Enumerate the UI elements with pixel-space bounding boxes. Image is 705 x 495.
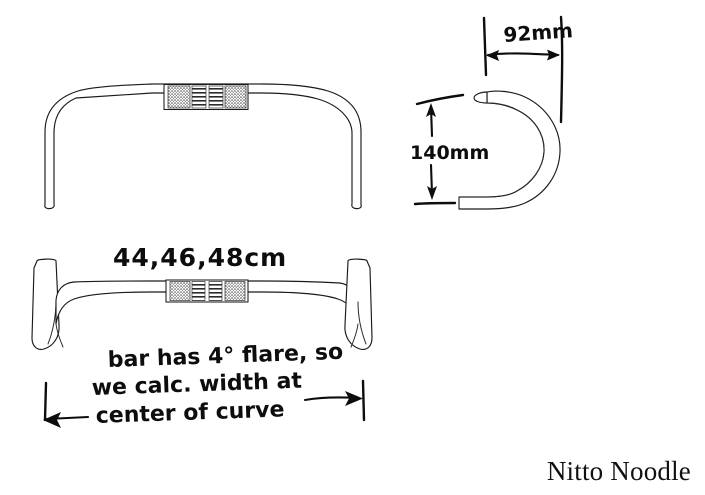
nitto-logo-badge-left — [167, 85, 191, 109]
plan-left-drop-end — [31, 258, 60, 351]
plan-right-flare-inner — [350, 323, 359, 348]
reach-dimension-label: 92mm — [503, 18, 574, 47]
drop-extension-line-top — [415, 93, 465, 106]
handlebar-plan-view — [31, 258, 373, 351]
flare-note-line-2: we calc. width at — [91, 369, 302, 401]
width-dimension-center-of-curve — [43, 379, 366, 428]
brand-caption: Nitto Noodle — [546, 456, 691, 486]
plan-knurl-band-left — [191, 281, 206, 301]
reach-dimension-92mm: 92mm — [482, 15, 574, 124]
plan-right-flare-outer — [357, 301, 367, 345]
drop-bend-side-profile — [458, 90, 561, 210]
drop-arrowhead-down — [427, 186, 437, 200]
drop-extension-line-bottom — [413, 201, 457, 206]
knurl-band-right — [208, 85, 224, 109]
handlebar-front-elevation — [44, 83, 362, 210]
reach-arrowhead-right — [547, 49, 560, 61]
flare-note-line-3: center of curve — [95, 397, 284, 429]
plan-left-flare-inner — [55, 323, 64, 348]
flare-note-annotation: bar has 4° flare, so we calc. width at c… — [91, 340, 343, 429]
handlebar-center-section — [163, 83, 249, 111]
drop-arrowhead-up — [426, 103, 436, 117]
drop-dimension-label: 140mm — [410, 142, 489, 164]
plan-nitto-logo-badge-left — [169, 281, 191, 301]
width-extension-line-left — [43, 381, 48, 422]
reach-extension-line-left — [482, 16, 488, 77]
reach-dimension-arrow-line — [486, 52, 560, 57]
width-arrowhead-left — [43, 412, 61, 428]
drop-profile-inner-contour — [458, 102, 545, 198]
nitto-logo-badge-right — [224, 85, 247, 109]
width-extension-line-right — [361, 379, 366, 422]
handlebar-tube-outline — [44, 83, 362, 210]
flare-note-line-1: bar has 4° flare, so — [107, 340, 343, 373]
plan-center-section — [165, 279, 249, 303]
plan-left-flare-outer — [47, 299, 57, 345]
reach-arrowhead-left — [486, 50, 499, 61]
width-options-label: 44,46,48cm — [113, 243, 287, 272]
width-arrowhead-right — [345, 391, 363, 406]
reach-extension-line-right — [559, 15, 564, 124]
drop-profile-top-tube — [473, 91, 488, 104]
drop-dimension-140mm: 140mm — [410, 93, 489, 206]
plan-nitto-logo-badge-right — [224, 281, 246, 301]
plan-knurl-band-right — [208, 281, 223, 301]
knurl-band-left — [191, 85, 207, 109]
